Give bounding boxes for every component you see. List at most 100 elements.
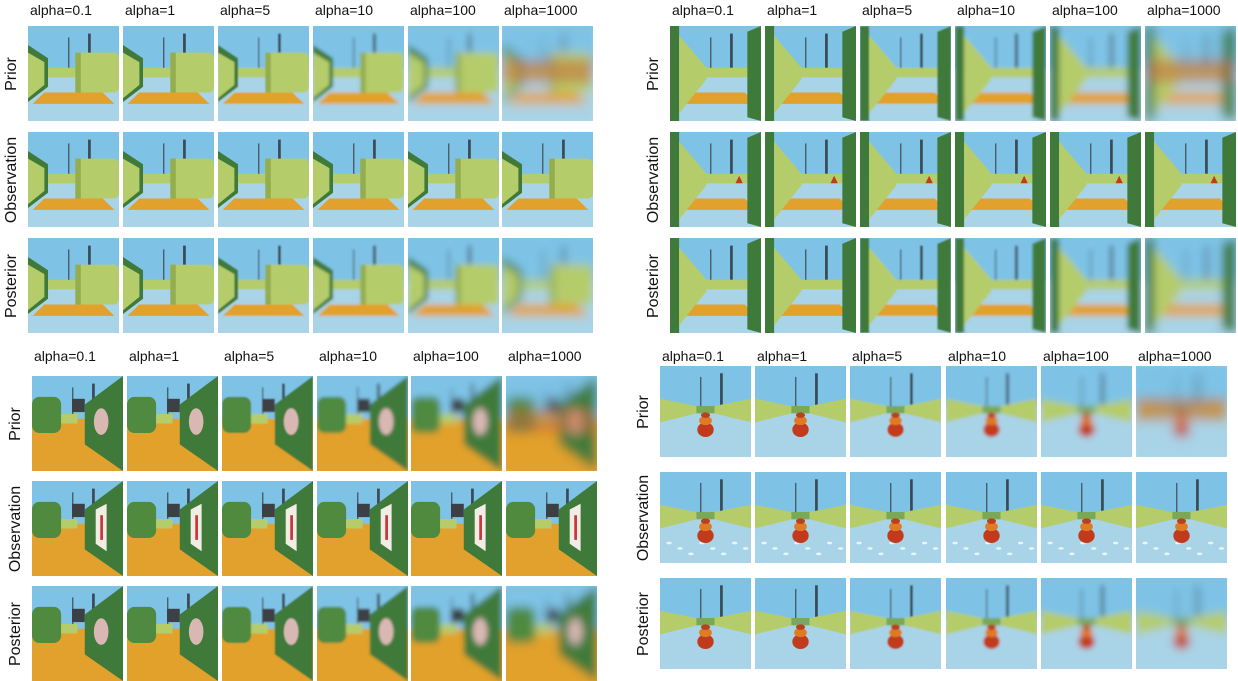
- thumbnail-posterior: [317, 586, 408, 681]
- row-label-prior: Prior: [645, 56, 662, 91]
- thumbnail-prior: [1136, 366, 1227, 457]
- column-label: alpha=1: [125, 2, 176, 18]
- row-label-posterior: Posterior: [3, 253, 20, 318]
- column-label: alpha=5: [862, 2, 913, 18]
- thumbnail-observation: [860, 132, 951, 227]
- thumbnail-posterior: [123, 238, 214, 333]
- thumbnail-posterior: [218, 238, 309, 333]
- thumbnail-prior: [860, 26, 951, 121]
- thumbnail-prior: [28, 26, 119, 121]
- column-label: alpha=100: [1052, 2, 1118, 18]
- thumbnail-prior: [222, 376, 313, 471]
- thumbnail-observation: [1145, 132, 1236, 227]
- column-label: alpha=10: [315, 2, 374, 18]
- thumbnail-posterior: [755, 578, 846, 669]
- column-label: alpha=1: [767, 2, 818, 18]
- column-label: alpha=1: [757, 348, 808, 364]
- row-label-observation: Observation: [7, 485, 24, 572]
- thumbnail-observation: [28, 132, 119, 227]
- thumbnail-posterior: [127, 586, 218, 681]
- thumbnail-prior: [1041, 366, 1132, 457]
- column-label: alpha=100: [410, 2, 476, 18]
- thumbnail-posterior: [28, 238, 119, 333]
- thumbnail-observation: [660, 472, 751, 563]
- column-label: alpha=0.1: [30, 2, 92, 18]
- thumbnail-observation: [765, 132, 856, 227]
- thumbnail-prior: [755, 366, 846, 457]
- thumbnail-observation: [506, 481, 597, 576]
- column-label: alpha=5: [852, 348, 903, 364]
- thumbnail-posterior: [1145, 238, 1236, 333]
- row-label-observation: Observation: [645, 136, 662, 223]
- thumbnail-posterior: [411, 586, 502, 681]
- thumbnail-prior: [1145, 26, 1236, 121]
- thumbnail-posterior: [1050, 238, 1141, 333]
- column-label: alpha=5: [220, 2, 271, 18]
- thumbnail-prior: [660, 366, 751, 457]
- row-label-posterior: Posterior: [635, 591, 652, 656]
- column-label: alpha=10: [948, 348, 1007, 364]
- thumbnail-observation: [123, 132, 214, 227]
- thumbnail-posterior: [1041, 578, 1132, 669]
- column-label: alpha=100: [413, 348, 479, 364]
- thumbnail-posterior: [313, 238, 404, 333]
- thumbnail-posterior: [860, 238, 951, 333]
- row-label-prior: Prior: [3, 56, 20, 91]
- thumbnail-posterior: [955, 238, 1046, 333]
- row-label-observation: Observation: [635, 474, 652, 561]
- thumbnail-posterior: [670, 238, 761, 333]
- thumbnail-prior: [32, 376, 123, 471]
- thumbnail-prior: [850, 366, 941, 457]
- column-label: alpha=100: [1043, 348, 1109, 364]
- thumbnail-prior: [411, 376, 502, 471]
- thumbnail-observation: [1041, 472, 1132, 563]
- thumbnail-posterior: [765, 238, 856, 333]
- thumbnail-posterior: [222, 586, 313, 681]
- thumbnail-prior: [1050, 26, 1141, 121]
- thumbnail-posterior: [946, 578, 1037, 669]
- column-label: alpha=10: [319, 348, 378, 364]
- column-label: alpha=1000: [1138, 348, 1212, 364]
- thumbnail-observation: [1136, 472, 1227, 563]
- thumbnail-observation: [946, 472, 1037, 563]
- thumbnail-observation: [127, 481, 218, 576]
- thumbnail-prior: [502, 26, 593, 121]
- thumbnail-observation: [670, 132, 761, 227]
- thumbnail-posterior: [32, 586, 123, 681]
- thumbnail-observation: [408, 132, 499, 227]
- column-label: alpha=0.1: [34, 348, 96, 364]
- thumbnail-posterior: [850, 578, 941, 669]
- thumbnail-prior: [218, 26, 309, 121]
- thumbnail-posterior: [408, 238, 499, 333]
- thumbnail-prior: [408, 26, 499, 121]
- thumbnail-prior: [313, 26, 404, 121]
- column-label: alpha=1000: [508, 348, 582, 364]
- thumbnail-posterior: [1136, 578, 1227, 669]
- thumbnail-observation: [32, 481, 123, 576]
- thumbnail-observation: [502, 132, 593, 227]
- column-label: alpha=5: [224, 348, 275, 364]
- thumbnail-prior: [946, 366, 1037, 457]
- thumbnail-observation: [411, 481, 502, 576]
- column-label: alpha=10: [957, 2, 1016, 18]
- thumbnail-observation: [317, 481, 408, 576]
- thumbnail-observation: [222, 481, 313, 576]
- thumbnail-prior: [506, 376, 597, 471]
- row-label-prior: Prior: [7, 406, 24, 441]
- column-label: alpha=1000: [1147, 2, 1221, 18]
- thumbnail-prior: [670, 26, 761, 121]
- row-label-posterior: Posterior: [7, 601, 24, 666]
- column-label: alpha=0.1: [662, 348, 724, 364]
- thumbnail-observation: [218, 132, 309, 227]
- row-label-posterior: Posterior: [645, 253, 662, 318]
- thumbnail-observation: [1050, 132, 1141, 227]
- thumbnail-posterior: [506, 586, 597, 681]
- thumbnail-observation: [313, 132, 404, 227]
- thumbnail-observation: [755, 472, 846, 563]
- thumbnail-prior: [765, 26, 856, 121]
- thumbnail-prior: [123, 26, 214, 121]
- column-label: alpha=1: [129, 348, 180, 364]
- thumbnail-posterior: [502, 238, 593, 333]
- row-label-observation: Observation: [3, 136, 20, 223]
- column-label: alpha=1000: [504, 2, 578, 18]
